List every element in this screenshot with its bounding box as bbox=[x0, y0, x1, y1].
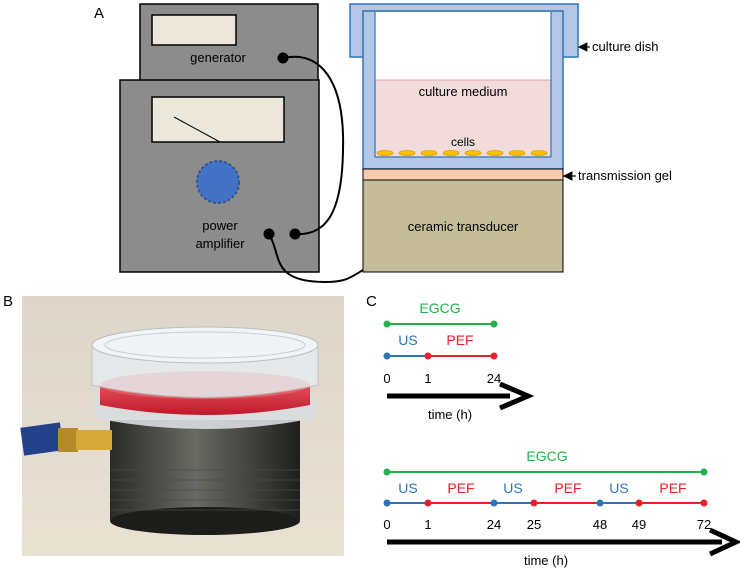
t2-dot-49 bbox=[635, 499, 643, 507]
t2-time-label: time (h) bbox=[524, 553, 568, 568]
t2-time-arrowhead bbox=[708, 527, 740, 557]
timeline-2: EGCG US PEF US PEF US PEF 0 1 24 25 48 4… bbox=[383, 448, 740, 568]
culture-dish-label: culture dish bbox=[592, 39, 658, 54]
t2-dot-25 bbox=[530, 499, 538, 507]
power-amplifier-label-line1: power bbox=[202, 218, 238, 233]
t1-us-start bbox=[383, 352, 391, 360]
device-photo bbox=[20, 296, 344, 556]
timeline-1: EGCG US PEF 0 1 24 time (h) bbox=[383, 300, 535, 422]
t2-dot-0 bbox=[383, 499, 391, 507]
t2-segment-label-3: US bbox=[503, 480, 522, 496]
t2-tick-72: 72 bbox=[697, 517, 711, 532]
culture-medium-label: culture medium bbox=[419, 84, 508, 99]
t2-egcg-label: EGCG bbox=[526, 448, 567, 464]
power-amplifier-label-line2: amplifier bbox=[195, 236, 245, 251]
t1-egcg-label: EGCG bbox=[419, 300, 460, 316]
panel-label-b: B bbox=[3, 293, 13, 310]
meter-needle bbox=[173, 116, 221, 143]
t2-egcg-start bbox=[383, 468, 391, 476]
t2-tick-25: 25 bbox=[527, 517, 541, 532]
t2-tick-0: 0 bbox=[383, 517, 390, 532]
t1-egcg-start bbox=[383, 320, 391, 328]
t1-time-arrowhead bbox=[499, 381, 535, 411]
ceramic-transducer bbox=[362, 179, 564, 273]
t2-segment-label-4: PEF bbox=[554, 480, 581, 496]
t2-segment-label-6: PEF bbox=[659, 480, 686, 496]
t2-dot-24 bbox=[490, 499, 498, 507]
t2-dot-1 bbox=[424, 499, 432, 507]
generator-label: generator bbox=[190, 50, 246, 65]
t2-tick-48: 48 bbox=[593, 517, 607, 532]
amplifier-meter bbox=[151, 96, 285, 143]
t1-tick-1: 1 bbox=[424, 371, 431, 386]
t2-egcg-end bbox=[700, 468, 708, 476]
t2-dot-48 bbox=[596, 499, 604, 507]
panel-label-c: C bbox=[366, 293, 377, 310]
t2-tick-1: 1 bbox=[424, 517, 431, 532]
t2-segment-label-2: PEF bbox=[447, 480, 474, 496]
t2-segment-label-1: US bbox=[398, 480, 417, 496]
t1-tick-2: 24 bbox=[487, 371, 501, 386]
cells-label: cells bbox=[451, 135, 475, 149]
panel-label-a: A bbox=[94, 5, 104, 22]
t1-pef-label: PEF bbox=[446, 332, 473, 348]
culture-medium bbox=[374, 79, 552, 158]
t1-egcg-end bbox=[490, 320, 498, 328]
t1-time-label: time (h) bbox=[428, 407, 472, 422]
cells-layer bbox=[376, 150, 548, 156]
t2-dot-72 bbox=[700, 499, 708, 507]
amplifier-to-transducer-cable bbox=[268, 233, 364, 284]
generator-display bbox=[151, 14, 237, 46]
transmission-gel-layer bbox=[362, 168, 564, 181]
amplifier-knob bbox=[196, 160, 240, 204]
t1-pef-end bbox=[490, 352, 498, 360]
transmission-gel-label: transmission gel bbox=[578, 168, 672, 183]
t2-tick-49: 49 bbox=[632, 517, 646, 532]
t2-segment-label-5: US bbox=[609, 480, 628, 496]
t1-us-label: US bbox=[398, 332, 417, 348]
ceramic-transducer-label: ceramic transducer bbox=[408, 219, 519, 234]
t1-tick-0: 0 bbox=[383, 371, 390, 386]
t2-tick-24: 24 bbox=[487, 517, 501, 532]
t1-pef-start bbox=[424, 352, 432, 360]
generator-to-amplifier-cable bbox=[282, 55, 345, 236]
